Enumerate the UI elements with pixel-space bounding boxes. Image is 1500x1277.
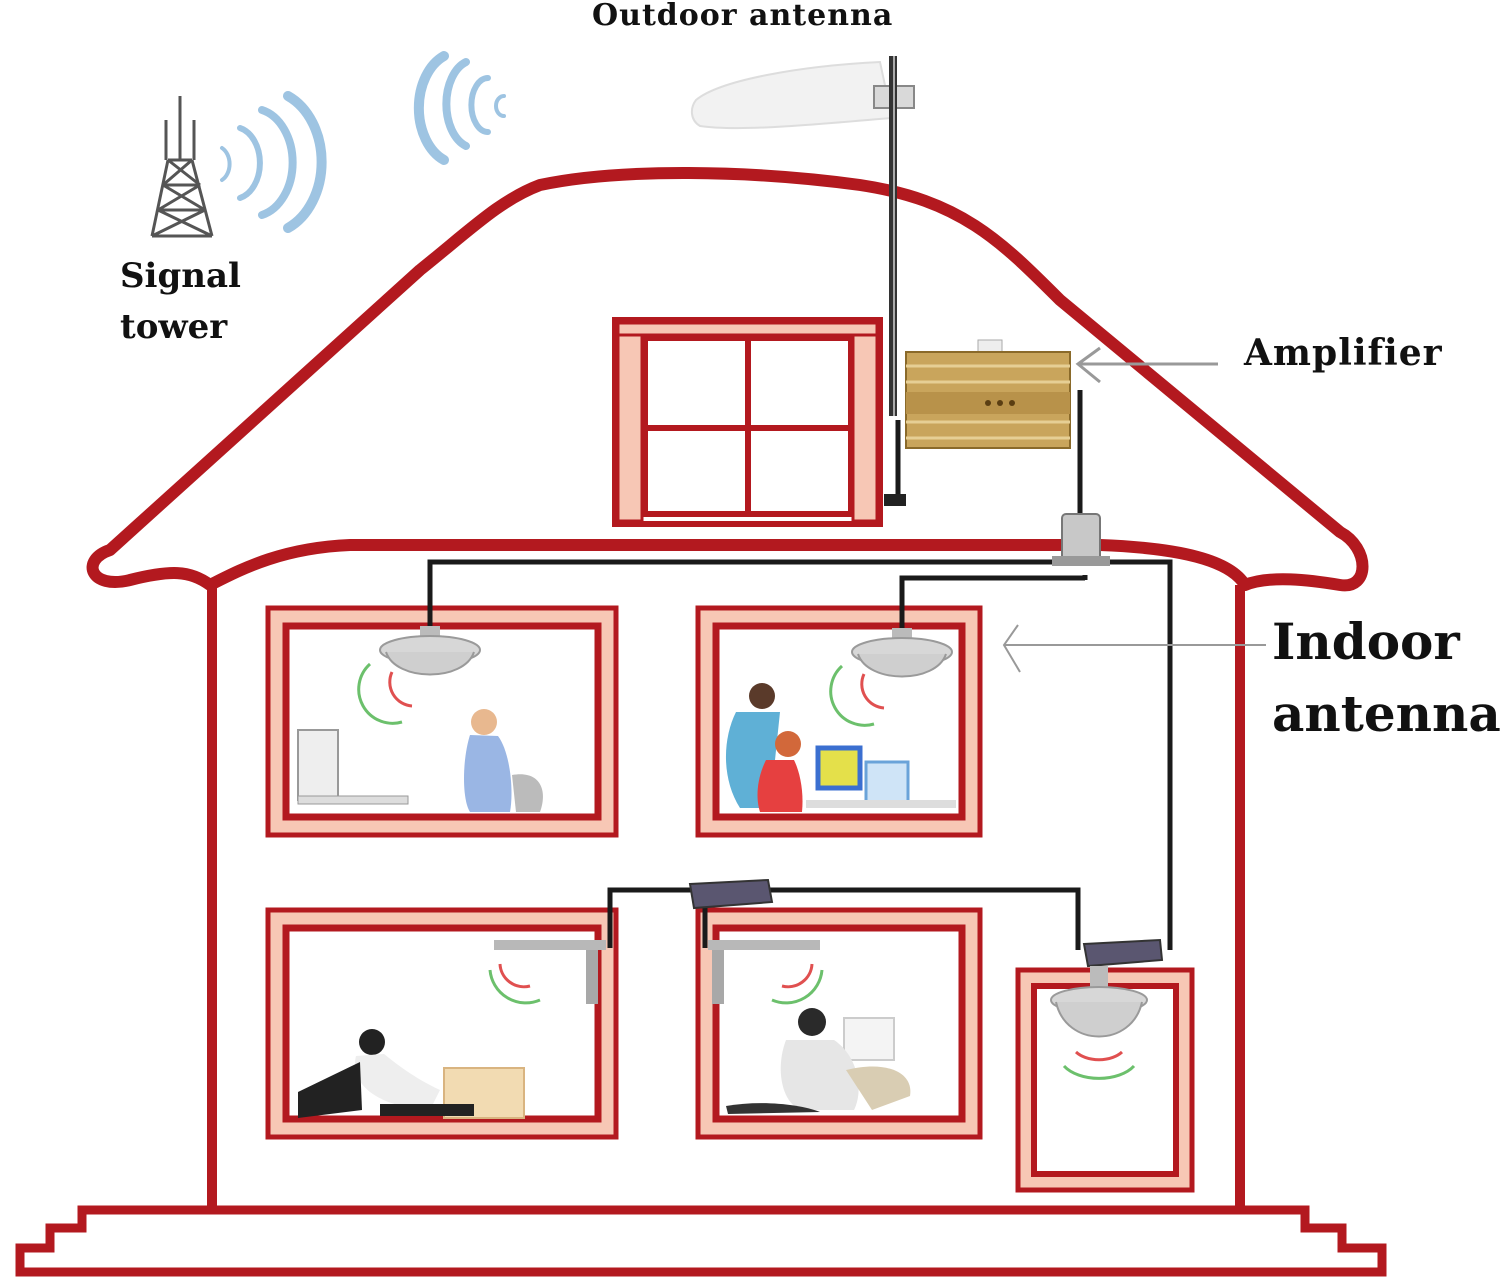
house-walls bbox=[207, 585, 1245, 1210]
ceiling-antenna-icon bbox=[829, 628, 953, 727]
wall-antenna-icon bbox=[488, 940, 606, 1005]
amplifier-label: Amplifier bbox=[1244, 332, 1443, 374]
splitter-icon bbox=[1082, 938, 1164, 968]
splitter-icon bbox=[1052, 513, 1110, 566]
indoor-antenna-pointer-arrow bbox=[1002, 624, 1266, 673]
signal-tower-icon bbox=[150, 96, 214, 238]
panel-antenna-icon bbox=[690, 56, 915, 416]
roof bbox=[86, 167, 1369, 592]
wall-antenna-icon bbox=[708, 940, 824, 1005]
house-steps bbox=[15, 1205, 1387, 1277]
room-1-scene bbox=[297, 709, 543, 812]
ceiling-antenna-icon bbox=[1050, 966, 1148, 1080]
signal-amplifier-icon bbox=[884, 339, 1071, 506]
coax-cables bbox=[427, 60, 1173, 950]
outdoor-antenna-label: Outdoor antenna bbox=[592, 0, 894, 33]
room-2-scene bbox=[725, 683, 956, 812]
room-3-scene bbox=[298, 1029, 525, 1119]
splitter-icon bbox=[688, 878, 774, 910]
signal-tower-label-line2: tower bbox=[120, 307, 228, 347]
amplifier-pointer-arrow bbox=[1075, 346, 1218, 384]
indoor-antenna-label-line1: Indoor bbox=[1272, 612, 1460, 671]
indoor-antenna-label-line2: antenna bbox=[1272, 684, 1500, 743]
ceiling-antenna-icon bbox=[357, 626, 481, 725]
signal-tower-label-line1: Signal bbox=[120, 256, 241, 296]
room-4-scene bbox=[726, 1008, 911, 1114]
signal-wave-icon bbox=[220, 51, 506, 233]
attic-window bbox=[612, 317, 883, 527]
